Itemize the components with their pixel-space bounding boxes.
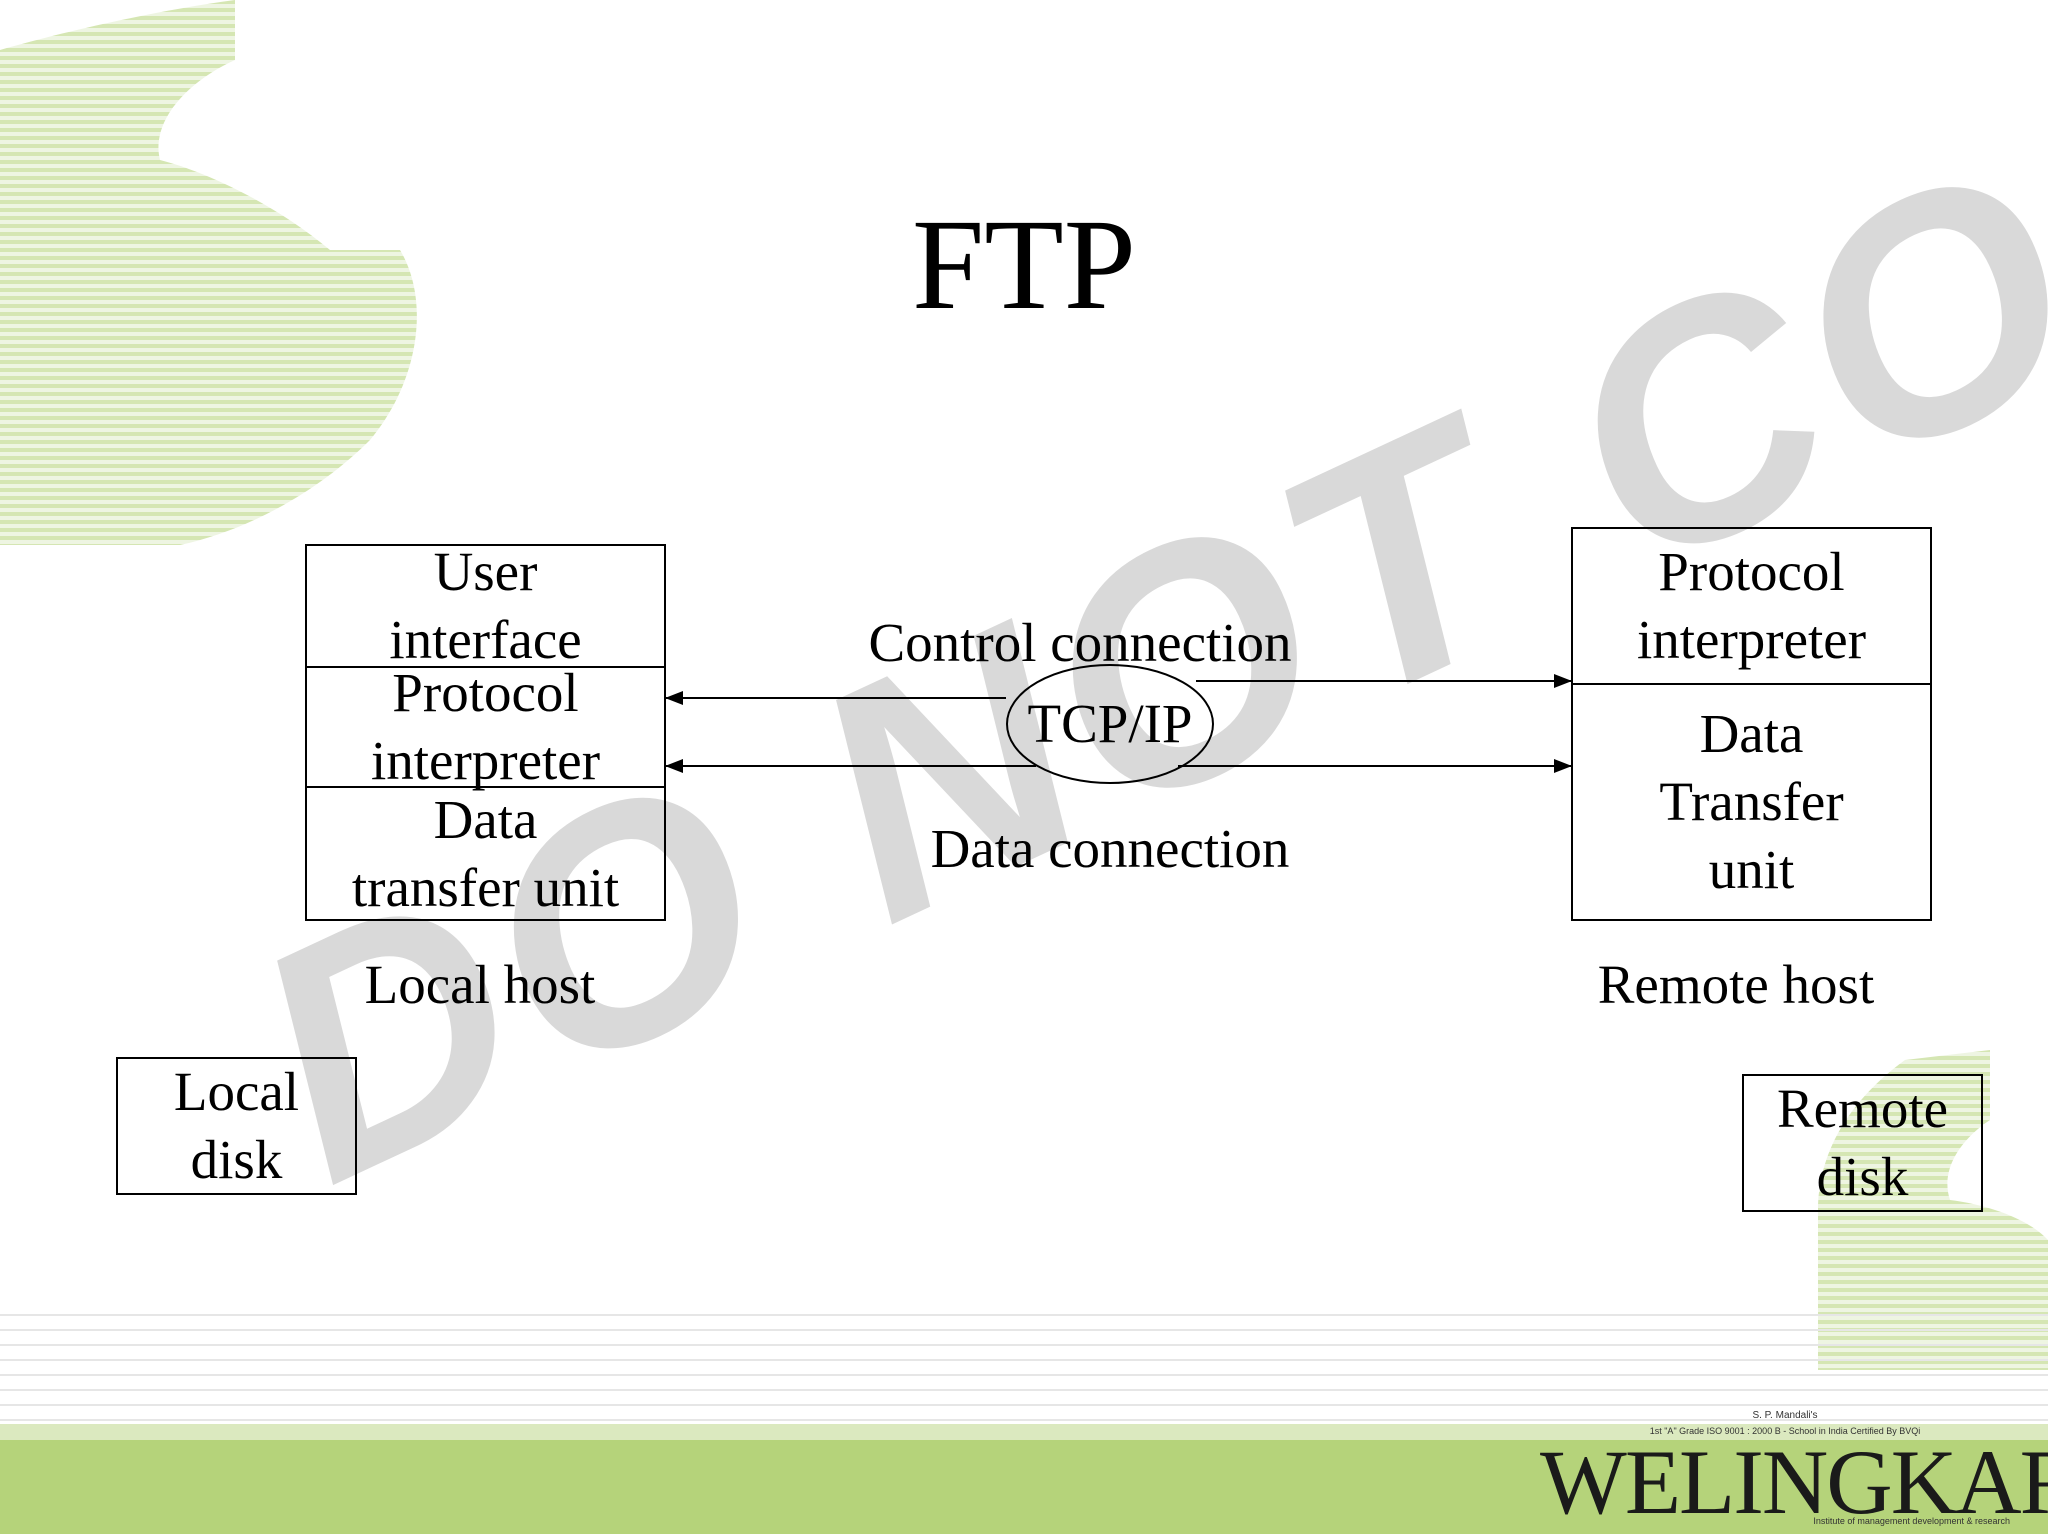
logo-tagline-mid: 1st "A" Grade ISO 9001 : 2000 B - School… bbox=[1649, 1426, 1921, 1436]
control-connection-label: Control connection bbox=[868, 612, 1292, 673]
logo-wordmark: WELINGKAR bbox=[1540, 1431, 2048, 1533]
bottom-band-light bbox=[0, 1424, 2048, 1440]
local-host-box: User interface Protocol interpreter Data… bbox=[305, 541, 666, 921]
remote-protocol-interpreter-cell: Protocol interpreter bbox=[1636, 541, 1867, 670]
data-connection-label: Data connection bbox=[930, 818, 1290, 879]
bottom-band bbox=[0, 1440, 2048, 1534]
local-data-transfer-unit-cell: Data transfer unit bbox=[307, 786, 664, 919]
local-disk-box: Local disk bbox=[116, 1057, 357, 1195]
tcp-ip-label: TCP/IP bbox=[1027, 693, 1193, 754]
local-disk-label: Local disk bbox=[173, 1061, 300, 1190]
remote-data-transfer-unit-cell: Data Transfer unit bbox=[1573, 683, 1930, 919]
remote-host-box: Protocol interpreter Data Transfer unit bbox=[1571, 527, 1932, 921]
welingkar-logo: S. P. Mandali's 1st "A" Grade ISO 9001 :… bbox=[1540, 1400, 2048, 1533]
slide-title: FTP bbox=[911, 193, 1136, 337]
tcp-ip-ellipse bbox=[1006, 664, 1214, 784]
local-host-label: Local host bbox=[364, 954, 596, 1015]
bottom-faint-lines bbox=[0, 1314, 2048, 1421]
left-stripe-shape bbox=[0, 0, 417, 545]
remote-disk-label: Remote disk bbox=[1776, 1078, 1949, 1207]
remote-host-label: Remote host bbox=[1597, 954, 1875, 1015]
logo-subtitle: Institute of management development & re… bbox=[1813, 1516, 2010, 1526]
local-protocol-interpreter-cell: Protocol interpreter bbox=[307, 662, 664, 791]
local-user-interface-cell: User interface bbox=[389, 541, 582, 670]
logo-tagline-top: S. P. Mandali's bbox=[1752, 1410, 1818, 1421]
remote-disk-box: Remote disk bbox=[1742, 1074, 1983, 1212]
